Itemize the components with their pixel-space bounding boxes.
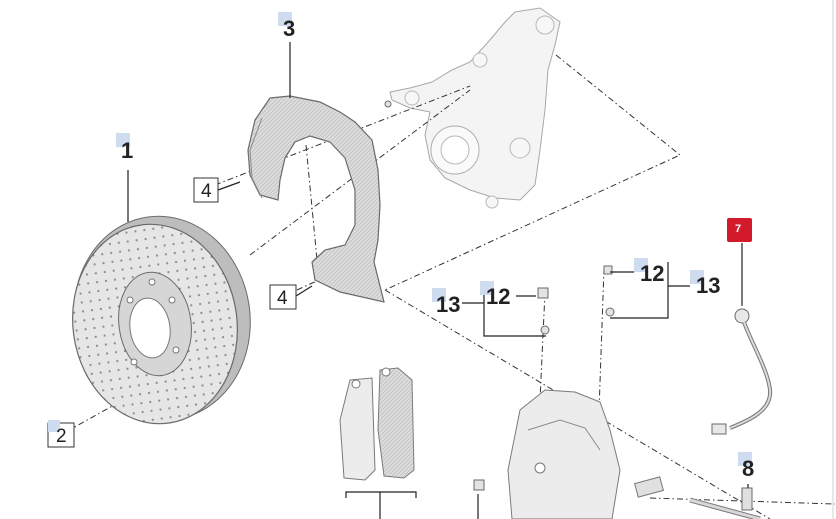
callout-12-right[interactable]: 12 <box>640 261 664 286</box>
callout-12-left[interactable]: 12 <box>486 284 510 309</box>
wear-sensor[interactable] <box>711 308 773 435</box>
hint-square <box>634 258 648 272</box>
hint-square <box>738 452 752 466</box>
brake-disc[interactable] <box>60 205 263 435</box>
callout-frame <box>269 284 297 310</box>
brake-shield[interactable] <box>247 95 385 303</box>
callout-7[interactable]: 7 <box>735 223 741 235</box>
bolts[interactable] <box>384 100 615 491</box>
callout-1[interactable]: 1 <box>121 138 133 163</box>
hint-square <box>48 420 60 432</box>
callout-13-right[interactable]: 13 <box>696 273 720 298</box>
callout-frame <box>193 177 219 203</box>
brake-hose[interactable] <box>689 487 761 519</box>
leader-lines <box>127 42 749 519</box>
steering-knuckle[interactable] <box>389 7 561 209</box>
callout-13-left[interactable]: 13 <box>436 292 460 317</box>
callout-3[interactable]: 3 <box>283 16 295 41</box>
hint-square <box>690 270 704 284</box>
hint-square <box>278 12 292 26</box>
callout-4-lower[interactable]: 4 <box>277 288 288 309</box>
hint-square <box>116 133 130 147</box>
brake-pads[interactable] <box>339 367 415 481</box>
highlight-badge <box>727 218 752 242</box>
callout-4-upper[interactable]: 4 <box>201 181 212 202</box>
hint-square <box>480 281 494 295</box>
callout-frame <box>47 422 75 448</box>
callout-2[interactable]: 2 <box>56 426 67 447</box>
callout-8[interactable]: 8 <box>742 456 754 481</box>
hint-square <box>432 288 446 302</box>
brake-caliper[interactable] <box>507 389 664 519</box>
